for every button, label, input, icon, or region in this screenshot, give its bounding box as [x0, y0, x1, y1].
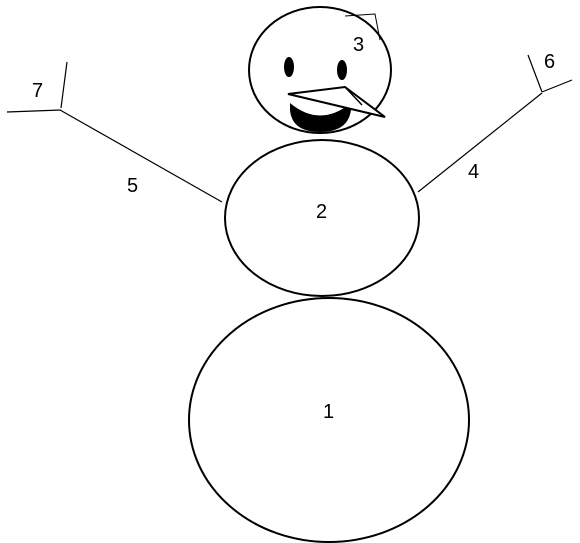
- left-hand-finger-vertical: [60, 61, 68, 109]
- bottom-ball: [188, 297, 470, 543]
- label-head: 3: [353, 34, 364, 56]
- right-hand-finger-right: [541, 79, 573, 93]
- right-hand-finger-up: [527, 54, 543, 93]
- label-middle-ball: 2: [316, 201, 327, 223]
- nose-line: [344, 86, 363, 106]
- label-bottom-ball: 1: [323, 401, 334, 423]
- label-right-hand: 6: [544, 51, 555, 73]
- head-accent: [344, 13, 381, 41]
- left-arm: [59, 109, 223, 203]
- label-right-arm: 4: [468, 161, 479, 183]
- right-eye: [337, 60, 347, 80]
- label-left-arm: 5: [127, 175, 138, 197]
- mouth: [290, 103, 351, 132]
- left-hand-finger-horizontal: [6, 109, 62, 113]
- left-eye: [284, 57, 294, 77]
- carrot-nose: [287, 85, 386, 118]
- right-arm: [417, 92, 543, 193]
- label-left-hand: 7: [32, 80, 43, 102]
- middle-ball: [224, 139, 420, 297]
